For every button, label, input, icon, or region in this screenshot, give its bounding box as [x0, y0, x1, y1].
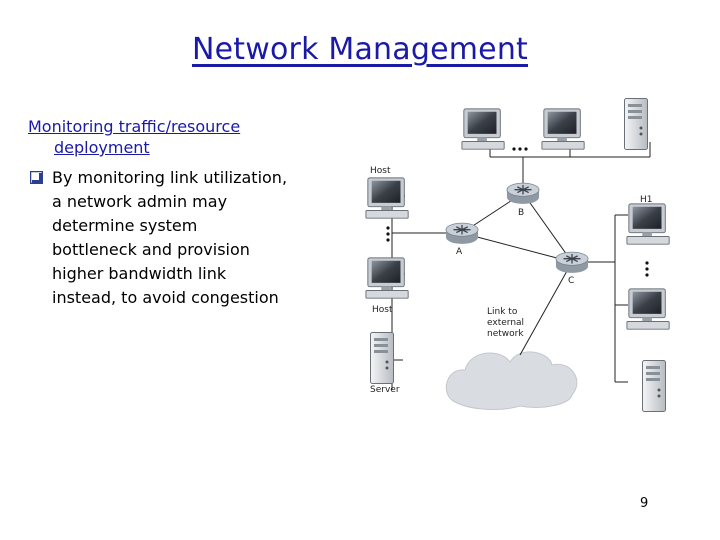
bullet-line-6: instead, to avoid congestion: [52, 288, 279, 307]
host-computer-icon: [541, 108, 585, 150]
server-icon: [624, 98, 648, 150]
label-host-top: Host: [370, 166, 391, 176]
heading-line-1: Monitoring traffic/resource: [28, 117, 241, 136]
slide-title: Network Management: [191, 32, 529, 67]
label-router-b: B: [518, 208, 524, 218]
bullet-line-5: higher bandwidth link: [52, 264, 227, 283]
checkbox-bullet-icon: [30, 171, 43, 184]
router-b-icon: [506, 182, 540, 205]
bullet-line-3: determine system: [52, 216, 198, 235]
bullet-line-4: bottleneck and provision: [52, 240, 250, 259]
network-links: [391, 142, 651, 390]
bullet-line-1: By monitoring link utilization,: [52, 168, 288, 187]
label-h1: H1: [640, 195, 653, 205]
host-computer-icon: [461, 108, 505, 150]
label-link-line-2: external: [487, 318, 524, 328]
label-link-line-1: Link to: [487, 307, 518, 317]
host-computer-icon: [626, 288, 670, 330]
host-computer-icon: [626, 203, 670, 245]
label-link-line-3: network: [487, 329, 524, 339]
host-computer-icon: [365, 177, 409, 219]
external-network-cloud: [445, 351, 578, 410]
host-computer-icon: [365, 257, 409, 299]
label-router-a: A: [456, 247, 463, 257]
router-c-icon: [555, 251, 589, 274]
heading-line-2: deployment: [54, 138, 150, 157]
label-server: Server: [370, 385, 400, 395]
ellipsis-markers: [386, 147, 649, 277]
bullet-item: By monitoring link utilization, a networ…: [30, 166, 330, 310]
server-icon: [642, 360, 666, 412]
section-heading: Monitoring traffic/resource deployment: [28, 116, 328, 158]
bullet-line-2: a network admin may: [52, 192, 228, 211]
router-a-icon: [445, 222, 479, 245]
server-icon: [370, 332, 394, 384]
page-number: 9: [640, 496, 649, 511]
label-host-bottom: Host: [372, 305, 393, 315]
label-router-c: C: [568, 276, 574, 286]
